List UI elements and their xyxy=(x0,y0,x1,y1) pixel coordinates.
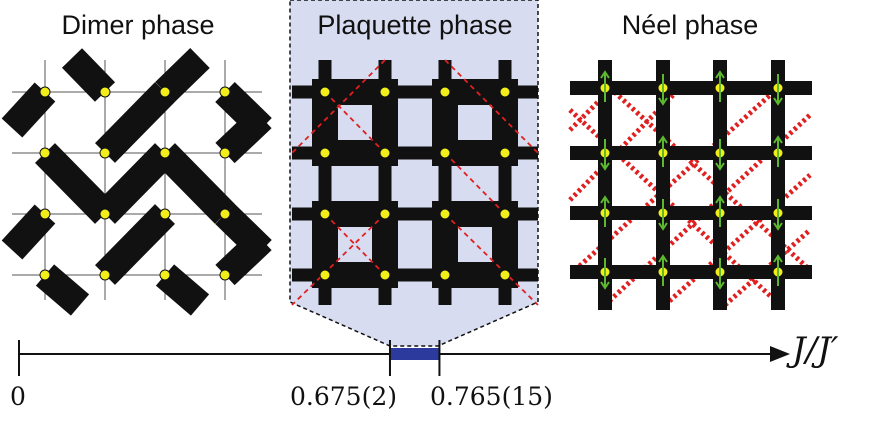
dimer-site-0-2 xyxy=(39,208,51,220)
dimer-bond-6 xyxy=(155,143,235,224)
neel-lattice xyxy=(568,60,812,310)
neel-spin-arrowhead-2-2 xyxy=(715,195,725,204)
dimer-bond-1 xyxy=(61,48,116,102)
plaquette-site-2-1 xyxy=(439,147,451,159)
dimer-site-1-0 xyxy=(99,86,111,98)
dimer-bond-13 xyxy=(155,264,210,316)
dimer-site-2-0 xyxy=(159,86,171,98)
dimer-site-1-3 xyxy=(99,269,111,281)
plaquette-site-1-2 xyxy=(379,208,391,220)
neel-spin-arrowhead-2-0 xyxy=(715,70,725,79)
axis-label: J/J′ xyxy=(792,330,839,370)
neel-spin-arrowhead-3-3 xyxy=(773,254,783,263)
dimer-site-1-2 xyxy=(99,208,111,220)
plaquette-diagonal-2 xyxy=(291,213,386,306)
tick-label-0765: 0.765(15) xyxy=(430,382,553,411)
neel-diagonal-4 xyxy=(663,173,812,307)
plaquette-interval-bar xyxy=(389,348,440,360)
plaquette-site-3-2 xyxy=(499,208,511,220)
plaquette-site-0-2 xyxy=(319,208,331,220)
dimer-site-3-2 xyxy=(219,208,231,220)
plaquette-site-1-3 xyxy=(379,269,391,281)
dimer-bond-4 xyxy=(95,82,175,163)
neel-diagonal-1 xyxy=(568,86,682,202)
dimer-bond-7 xyxy=(215,107,272,164)
plaquette-diagonal-1 xyxy=(444,59,539,154)
neel-spin-arrowhead-1-0 xyxy=(658,97,668,106)
dimer-lattice xyxy=(1,47,272,316)
neel-spin-arrowhead-1-1 xyxy=(658,135,668,144)
plaquette-site-2-0 xyxy=(439,86,451,98)
plaquette-strong-1 xyxy=(432,79,518,166)
dimer-site-3-1 xyxy=(219,147,231,159)
axis-arrowhead xyxy=(770,346,790,362)
dimer-bond-14 xyxy=(215,229,272,286)
neel-spin-arrowhead-3-2 xyxy=(773,222,783,231)
dimer-bond-8 xyxy=(1,204,56,260)
dimer-phase-title: Dimer phase xyxy=(61,10,215,40)
dimer-site-2-1 xyxy=(159,147,171,159)
dimer-site-2-2 xyxy=(159,208,171,220)
plaquette-diagonal-3 xyxy=(444,213,539,306)
dimer-bond-2 xyxy=(155,47,210,103)
dimer-bond-9 xyxy=(95,143,175,224)
plaquette-site-2-3 xyxy=(439,269,451,281)
dimer-bond-0 xyxy=(1,82,56,138)
plaquette-strong-2 xyxy=(312,201,398,288)
tick-label-0675: 0.675(2) xyxy=(290,382,397,411)
dimer-site-3-0 xyxy=(219,86,231,98)
neel-phase-title: Néel phase xyxy=(621,10,759,40)
coupling-axis xyxy=(18,340,790,376)
dimer-bond-10 xyxy=(95,204,175,285)
plaquette-strong-0 xyxy=(312,79,398,166)
tick-label-0: 0 xyxy=(10,382,26,411)
neel-spin-arrowhead-0-1 xyxy=(600,162,610,171)
plaquette-site-1-0 xyxy=(379,86,391,98)
plaquette-site-1-1 xyxy=(379,147,391,159)
neel-spin-arrowhead-0-3 xyxy=(600,281,610,290)
dimer-site-0-0 xyxy=(39,86,51,98)
dimer-site-3-3 xyxy=(219,269,231,281)
plaquette-strong-3 xyxy=(432,201,518,288)
dimer-bond-12 xyxy=(35,264,90,316)
plaquette-lattice xyxy=(291,59,539,306)
neel-spin-arrowhead-2-3 xyxy=(715,281,725,290)
plaquette-site-2-2 xyxy=(439,208,451,220)
dimer-site-0-3 xyxy=(39,269,51,281)
dimer-site-2-3 xyxy=(159,269,171,281)
plaquette-site-3-0 xyxy=(499,86,511,98)
plaquette-site-3-1 xyxy=(499,147,511,159)
neel-spin-arrowhead-3-0 xyxy=(773,97,783,106)
plaquette-phase-title: Plaquette phase xyxy=(317,10,513,40)
neel-spin-arrowhead-0-0 xyxy=(600,70,610,79)
plaquette-site-0-0 xyxy=(319,86,331,98)
plaquette-site-3-3 xyxy=(499,269,511,281)
neel-spin-arrowhead-1-3 xyxy=(658,254,668,263)
neel-spin-arrowhead-0-2 xyxy=(600,195,610,204)
dimer-site-1-1 xyxy=(99,147,111,159)
neel-spin-arrowhead-3-1 xyxy=(773,135,783,144)
plaquette-site-0-3 xyxy=(319,269,331,281)
dimer-site-0-1 xyxy=(39,147,51,159)
neel-spin-arrowhead-1-2 xyxy=(658,222,668,231)
neel-spin-arrowhead-2-1 xyxy=(715,162,725,171)
plaquette-site-0-1 xyxy=(319,147,331,159)
dimer-bond-5 xyxy=(35,143,115,224)
